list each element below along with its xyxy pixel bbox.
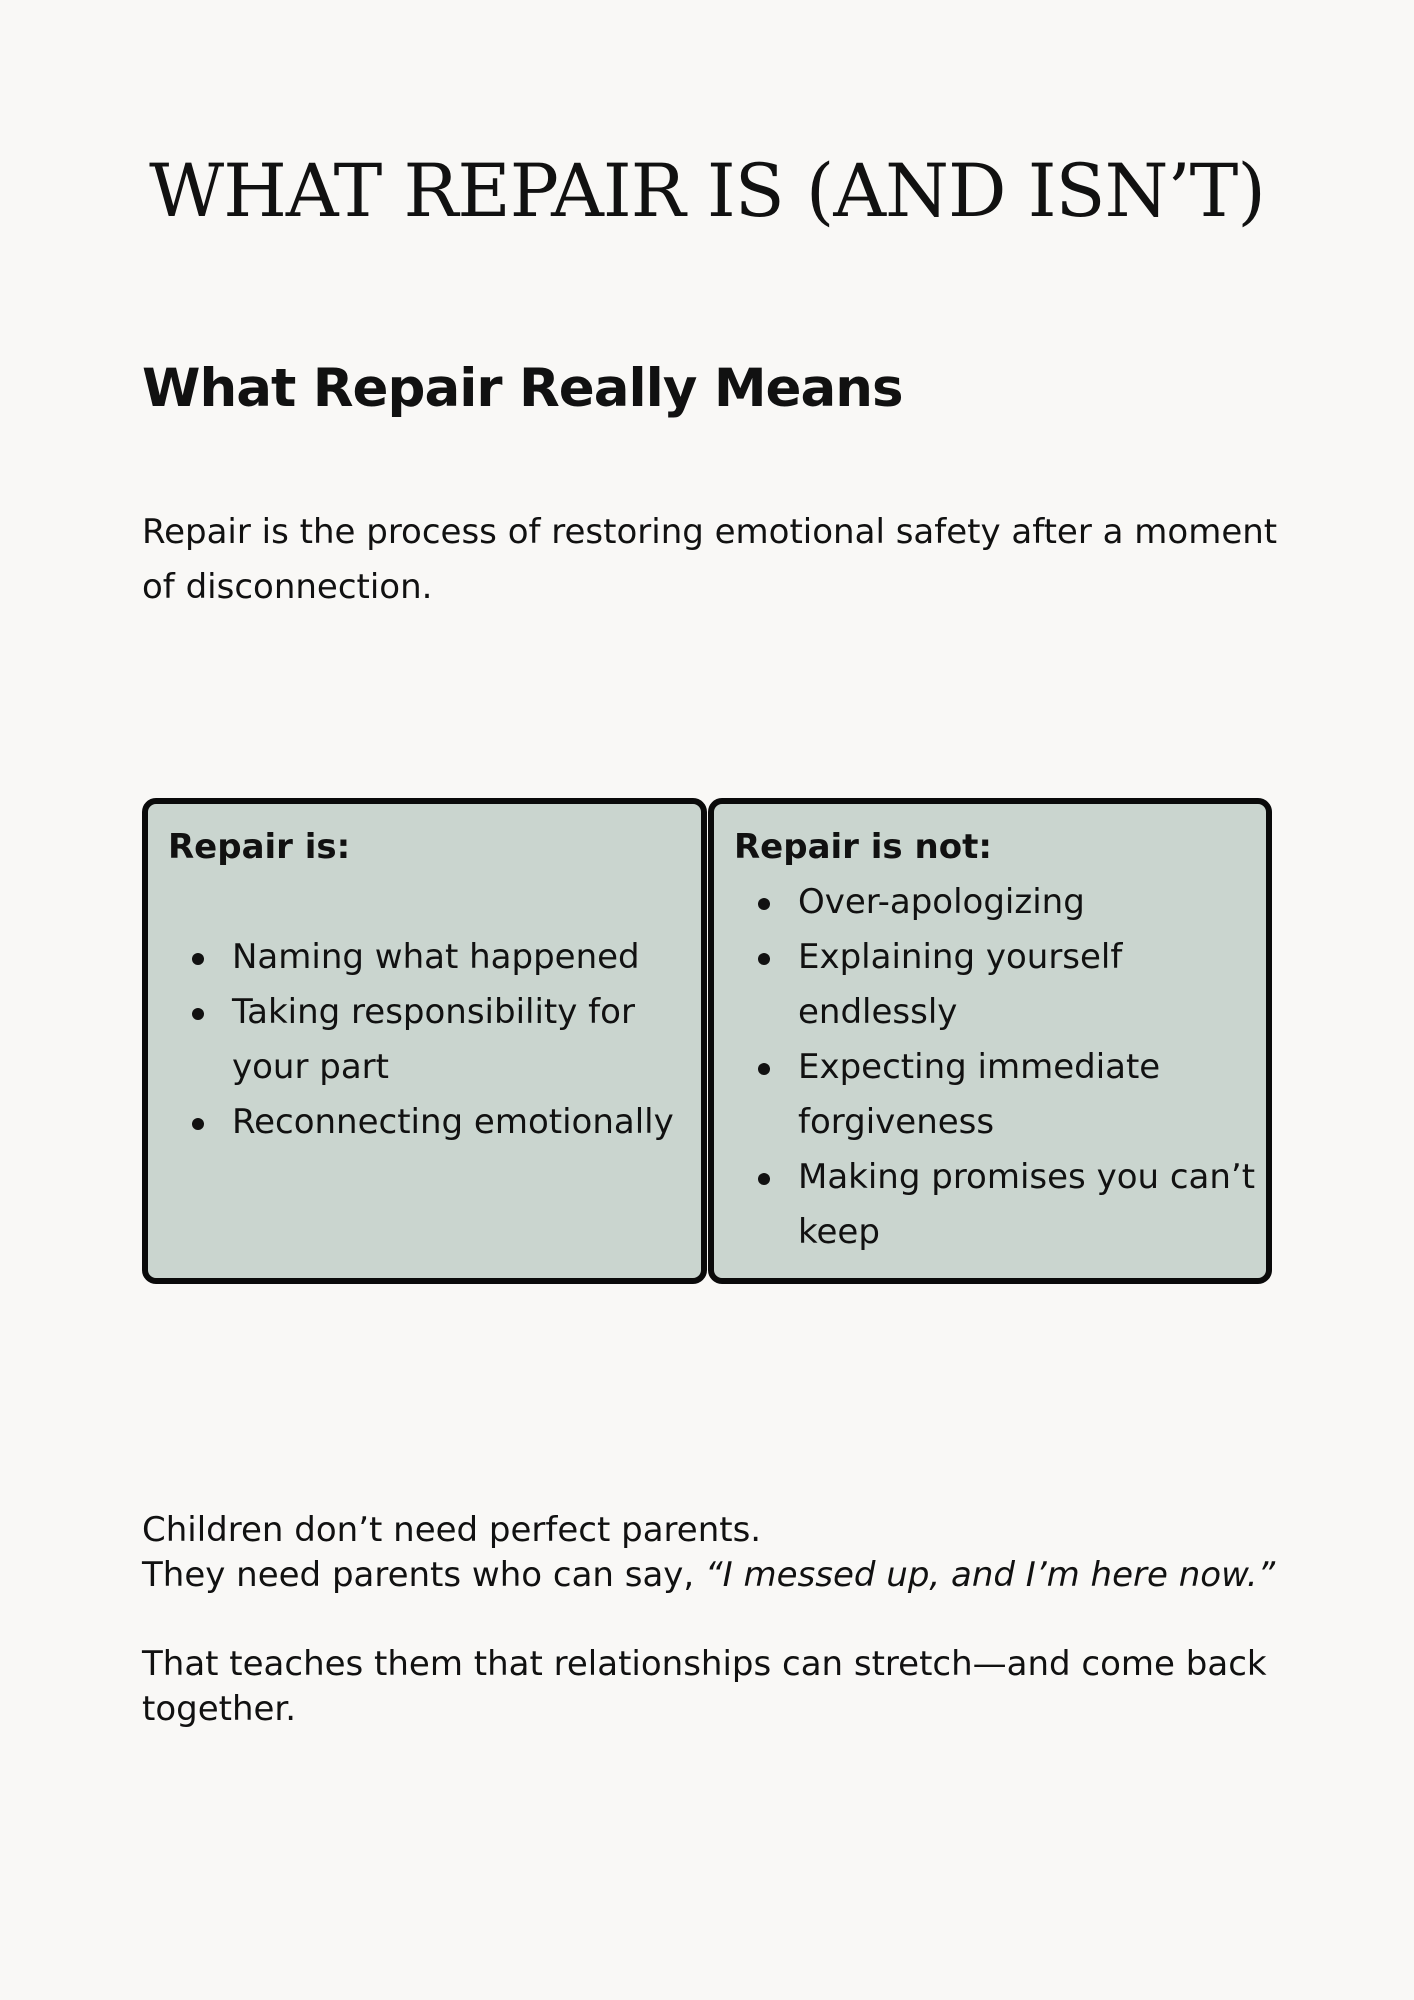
list-item-text: Making promises you can’t keep — [798, 1157, 1256, 1252]
list-item-text: Taking responsibility for your part — [232, 992, 635, 1087]
bullet-icon — [192, 1118, 204, 1130]
list-item-text: Explaining yourself endlessly — [798, 937, 1123, 1032]
repair-is-not-list: Over-apologizing Explaining yourself end… — [734, 875, 1258, 1260]
list-item-text: Reconnecting emotionally — [232, 1102, 674, 1142]
list-item: Explaining yourself endlessly — [734, 930, 1258, 1040]
repair-is-label: Repair is: — [168, 827, 351, 867]
repair-is-not-label: Repair is not: — [734, 827, 992, 867]
closing-conclusion: That teaches them that relationships can… — [142, 1644, 1267, 1729]
list-item: Making promises you can’t keep — [734, 1150, 1258, 1260]
page-title: WHAT REPAIR IS (AND ISN’T) — [149, 149, 1266, 234]
repair-is-box: Repair is: Naming what happened Taking r… — [142, 798, 707, 1284]
bullet-icon — [758, 898, 770, 910]
section-heading: What Repair Really Means — [142, 358, 904, 419]
repair-is-not-box: Repair is not: Over-apologizing Explaini… — [708, 798, 1272, 1284]
closing-quote: “I messed up, and I’m here now.” — [705, 1555, 1276, 1595]
closing-paragraph: Children don’t need perfect parents. The… — [142, 1508, 1292, 1598]
list-item: Expecting immediate forgiveness — [734, 1040, 1258, 1150]
repair-is-list: Naming what happened Taking responsibili… — [168, 930, 693, 1150]
repair-comparison: Repair is: Naming what happened Taking r… — [142, 798, 1272, 1288]
list-item: Naming what happened — [168, 930, 693, 985]
list-item-text: Over-apologizing — [798, 882, 1085, 922]
intro-paragraph: Repair is the process of restoring emoti… — [142, 512, 1278, 607]
list-item-text: Expecting immediate forgiveness — [798, 1047, 1161, 1142]
closing-line-2-prefix: They need parents who can say, — [142, 1555, 706, 1595]
list-item: Taking responsibility for your part — [168, 985, 693, 1095]
bullet-icon — [758, 953, 770, 965]
list-item: Over-apologizing — [734, 875, 1258, 930]
list-item: Reconnecting emotionally — [168, 1095, 693, 1150]
list-item-text: Naming what happened — [232, 937, 640, 977]
bullet-icon — [758, 1063, 770, 1075]
closing-line-1: Children don’t need perfect parents. — [142, 1510, 762, 1550]
bullet-icon — [758, 1173, 770, 1185]
bullet-icon — [192, 1008, 204, 1020]
bullet-icon — [192, 953, 204, 965]
